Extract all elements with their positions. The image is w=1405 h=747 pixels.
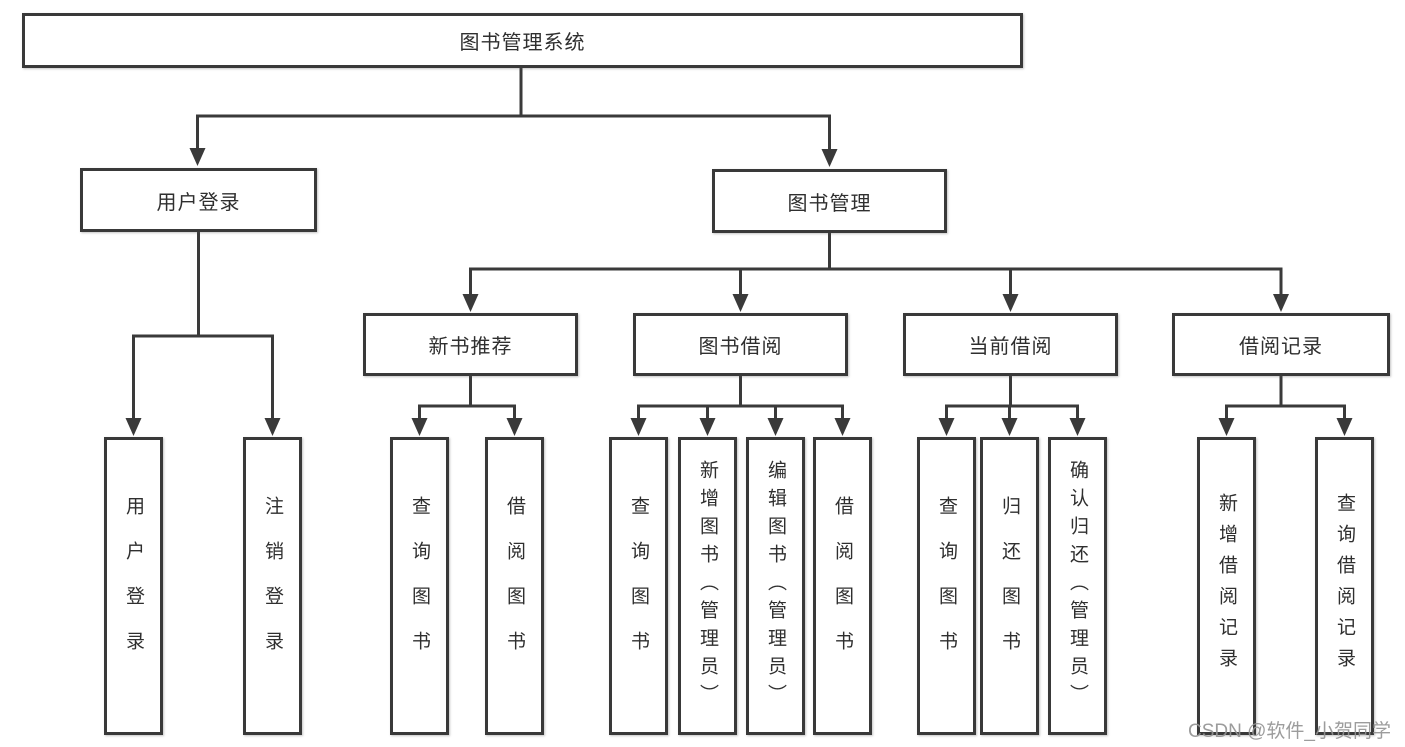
leaf-confirm-return-admin-label: 确认归还（管理员）	[1067, 460, 1088, 712]
leaf-borrow-books-borrow-label: 借阅图书	[832, 496, 853, 676]
leaf-return-book: 归还图书	[980, 437, 1039, 735]
leaf-query-borrow-record: 查询借阅记录	[1315, 437, 1374, 735]
node-current-borrow: 当前借阅	[903, 313, 1118, 376]
node-new-book-recommend: 新书推荐	[363, 313, 578, 376]
csdn-watermark: CSDN @软件_小贺同学	[1188, 721, 1391, 742]
leaf-query-books-recommend-label: 查询图书	[409, 496, 430, 676]
node-user-login: 用户登录	[80, 168, 317, 232]
node-borrow-records: 借阅记录	[1172, 313, 1390, 376]
node-book-borrow: 图书借阅	[633, 313, 848, 376]
leaf-query-borrow-record-label: 查询借阅记录	[1334, 493, 1355, 679]
leaf-borrow-books-recommend-label: 借阅图书	[504, 496, 525, 676]
leaf-edit-book-admin-label: 编辑图书（管理员）	[765, 460, 786, 712]
leaf-user-login: 用户登录	[104, 437, 163, 735]
node-root-label: 图书管理系统	[459, 32, 586, 54]
leaf-user-login-label: 用户登录	[123, 496, 144, 676]
node-book-borrow-label: 图书借阅	[698, 336, 783, 358]
leaf-add-book-admin-label: 新增图书（管理员）	[697, 460, 718, 712]
node-current-borrow-label: 当前借阅	[968, 336, 1053, 358]
node-book-management-label: 图书管理	[787, 192, 872, 215]
leaf-confirm-return-admin: 确认归还（管理员）	[1048, 437, 1107, 735]
leaf-borrow-books-borrow: 借阅图书	[813, 437, 872, 735]
leaf-add-borrow-record: 新增借阅记录	[1197, 437, 1256, 735]
leaf-add-book-admin: 新增图书（管理员）	[678, 437, 737, 735]
leaf-edit-book-admin: 编辑图书（管理员）	[746, 437, 805, 735]
leaf-query-books-recommend: 查询图书	[390, 437, 449, 735]
leaf-query-books-borrow: 查询图书	[609, 437, 668, 735]
node-user-login-label: 用户登录	[156, 191, 241, 214]
leaf-return-book-label: 归还图书	[999, 496, 1020, 676]
leaf-query-books-current: 查询图书	[917, 437, 976, 735]
node-borrow-records-label: 借阅记录	[1239, 336, 1323, 358]
leaf-borrow-books-recommend: 借阅图书	[485, 437, 544, 735]
leaf-query-books-current-label: 查询图书	[936, 496, 957, 676]
node-root: 图书管理系统	[22, 13, 1023, 68]
leaf-add-borrow-record-label: 新增借阅记录	[1216, 493, 1237, 679]
leaf-query-books-borrow-label: 查询图书	[628, 496, 649, 676]
node-book-management: 图书管理	[712, 169, 947, 233]
leaf-logout: 注销登录	[243, 437, 302, 735]
leaf-logout-label: 注销登录	[262, 496, 283, 676]
node-new-book-recommend-label: 新书推荐	[428, 336, 513, 358]
